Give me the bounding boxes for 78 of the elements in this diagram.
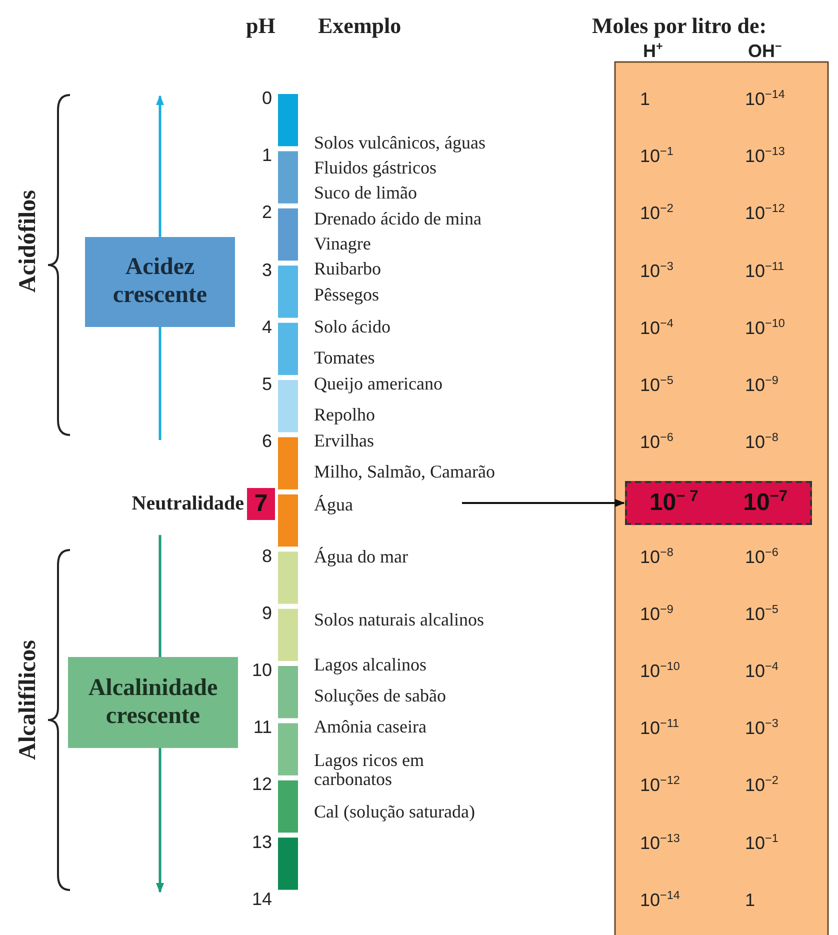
- example-text: Drenado ácido de mina: [314, 210, 482, 228]
- table-cell: 10$^{−6}$: [745, 548, 778, 566]
- table-cell: 10$^{−8}$: [745, 433, 778, 452]
- ph-value: 13: [252, 832, 272, 852]
- table-cell: 10$^{−13}$: [640, 834, 680, 852]
- column-header: H$^{+}$: [643, 42, 663, 61]
- ph-value: 8: [262, 546, 272, 566]
- example-text: Repolho: [314, 406, 375, 424]
- column-header: Exemplo: [318, 14, 402, 38]
- ph-value: 4: [262, 318, 272, 337]
- ph-value: 6: [262, 432, 272, 452]
- table-cell: 10$^{−10}$: [640, 662, 680, 681]
- ph-value: 11: [253, 718, 272, 738]
- table-cell: 10$^{−10}$: [745, 318, 785, 338]
- table-cell: 10$^{−14}$: [640, 890, 680, 910]
- example-text: Cal (solução saturada): [314, 802, 475, 822]
- table-cell: 10$^{−14}$: [745, 90, 785, 109]
- table-cell: 10$^{−12}$: [640, 776, 680, 796]
- table-cell: 10$^{−13}$: [745, 147, 785, 166]
- table-cell: 1: [640, 90, 650, 109]
- example-text: Milho, Salmão, Camarão: [314, 462, 495, 482]
- ph-value: 0: [262, 89, 272, 108]
- table-cell: 10$^{−6}$: [640, 433, 674, 452]
- category-box: Alcalinidade crescente: [68, 657, 238, 748]
- table-cell: 10$^{−1}$: [745, 834, 778, 852]
- example-text: Lagos ricos em carbonatos: [314, 751, 425, 789]
- table-cell: 10$^{−2}$: [745, 776, 778, 796]
- ph-value: 3: [262, 260, 272, 280]
- table-cell: 10$^{−2}$: [640, 204, 674, 224]
- table-cell: 10$^{−4}$: [640, 318, 674, 338]
- example-text: Pêssegos: [314, 286, 380, 304]
- highlighted-row: [625, 481, 812, 525]
- example-text: Vinagre: [314, 234, 371, 254]
- example-text: Queijo americano: [314, 374, 442, 394]
- example-text: Amônia caseira: [314, 718, 426, 736]
- table-cell: 10$^{−3}$: [640, 262, 674, 280]
- group-label: Acidófilos: [16, 190, 42, 293]
- ph-value: 14: [252, 890, 272, 909]
- table-cell: 10$^{−4}$: [745, 662, 778, 681]
- ph-value: 12: [252, 775, 272, 794]
- arrow: [462, 499, 625, 507]
- cell-value: 10$^{− 7}$: [649, 489, 698, 517]
- column-header: Moles por litro de:: [592, 14, 767, 38]
- table-cell: 10$^{−11}$: [745, 262, 784, 280]
- example-text: Solos vulcânicos, águas: [314, 134, 486, 152]
- example-text: Lagos alcalinos: [314, 656, 426, 674]
- table-cell: 10$^{−3}$: [745, 719, 778, 738]
- ph-value: 9: [262, 604, 272, 623]
- table-cell: 10$^{−11}$: [640, 719, 679, 738]
- ph-badge: 7: [247, 488, 275, 520]
- example-text: Ruibarbo: [314, 260, 381, 278]
- node-caption: Neutralidade: [132, 494, 244, 514]
- example-text: Tomates: [314, 348, 375, 368]
- example-text: Água do mar: [314, 548, 408, 566]
- category-box: Acidez crescente: [85, 237, 235, 327]
- example-text: Ervilhas: [314, 432, 374, 450]
- table-cell: 10$^{−5}$: [640, 376, 674, 395]
- group-label: Alcalifílicos: [16, 640, 42, 760]
- table-cell: 10$^{−9}$: [640, 604, 674, 624]
- table-cell: 10$^{−1}$: [640, 147, 674, 166]
- ph-value: 1: [262, 146, 272, 166]
- example-text: Suco de limão: [314, 184, 417, 202]
- column-header: pH: [246, 14, 276, 38]
- table-cell: 10$^{−8}$: [640, 548, 674, 566]
- example-text: Solos naturais alcalinos: [314, 610, 484, 630]
- example-text: Soluções de sabão: [314, 686, 446, 706]
- ph-value: 5: [262, 375, 272, 394]
- cell-value: 10$^{−7}$: [743, 489, 788, 517]
- table-cell: 10$^{−5}$: [745, 604, 778, 624]
- ph-value: 10: [252, 661, 272, 680]
- example-text: Água: [314, 496, 353, 514]
- column-header: OH$^{−}$: [748, 42, 782, 61]
- example-text: Solo ácido: [314, 318, 390, 336]
- table-cell: 10$^{−12}$: [745, 204, 785, 224]
- table-cell: 10$^{−9}$: [745, 376, 778, 395]
- example-text: Fluidos gástricos: [314, 158, 437, 178]
- ph-value: 2: [262, 203, 272, 222]
- table-cell: 1: [745, 890, 756, 910]
